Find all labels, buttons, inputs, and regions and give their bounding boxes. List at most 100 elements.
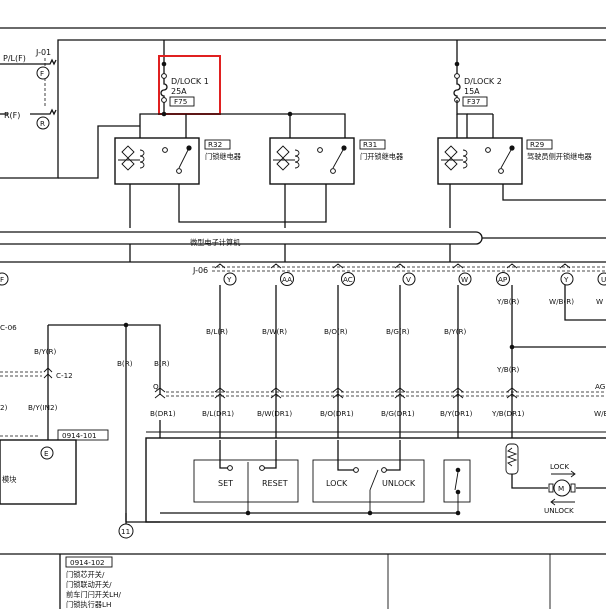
- r32-r31-link: [178, 184, 327, 223]
- wire-r-label: R(F): [4, 111, 20, 120]
- relay-r32-box: [114, 137, 200, 185]
- relay-r29-label: 驾驶员侧开锁继电器: [527, 152, 592, 161]
- relay-r32-com: [176, 168, 182, 174]
- wire-lower-7: Y/B(DR1): [491, 409, 525, 418]
- lock-unlock-box: [312, 459, 425, 503]
- wire-upper-5: B/O(R): [324, 327, 348, 336]
- relay-r31-code-box: [359, 139, 386, 150]
- connector-c12-label: C-12: [56, 371, 73, 380]
- terminal-y2-label: Y: [563, 275, 569, 284]
- left-code-box: [57, 429, 109, 441]
- terminal-ap-circle: [496, 272, 510, 286]
- relay-r32-code: R32: [208, 140, 222, 149]
- terminal-ac-circle: [341, 272, 355, 286]
- terminal-f-circle: [0, 272, 9, 286]
- relay-r29-code: R29: [530, 140, 545, 149]
- pl-wire: [0, 58, 57, 66]
- r-wire: [30, 108, 57, 116]
- wire-upper-1: B(R): [117, 359, 133, 368]
- terminal-y2: Y: [560, 272, 574, 286]
- wire-lower-4: B/O(DR1): [320, 409, 354, 418]
- fuse2-to-relay3: [456, 100, 468, 138]
- fuse2-terminal-top: [454, 73, 460, 79]
- fuse1-code: F75: [174, 97, 187, 106]
- wire-lower-8: W/B: [594, 409, 606, 418]
- r29-out-2: [502, 184, 606, 201]
- j06-chevrons: [214, 263, 571, 269]
- wire-lower-3: B/W(DR1): [257, 409, 292, 418]
- wire-upper-9: W/B(R): [549, 297, 574, 306]
- fuse2-code: F37: [467, 97, 480, 106]
- left-fragment: 2): [0, 403, 8, 412]
- motor-brush-left: [548, 483, 554, 493]
- motor-circle: [553, 479, 571, 497]
- bottom-line-1: 门锁联动开关/: [66, 580, 112, 589]
- wire-upper-8: Y/B(R): [496, 297, 520, 306]
- latch-bottom-dot: [455, 489, 461, 495]
- relay-r31-code: R31: [363, 140, 377, 149]
- switch-lock: LOCK: [326, 479, 348, 488]
- relay-r31-box: [269, 137, 355, 185]
- terminal-ac: AC: [341, 272, 355, 286]
- terminal-aa-label: AA: [282, 275, 292, 284]
- relay-r32-label: 门锁继电器: [205, 152, 241, 161]
- terminal-ap: AP: [496, 272, 510, 286]
- terminal-v: V: [402, 272, 416, 286]
- left-loop-wire: [58, 125, 140, 179]
- latch-switch-box: [443, 459, 471, 503]
- fuse2-rating: 15A: [464, 87, 480, 96]
- ground-ref: 11: [121, 527, 130, 536]
- left-module-box: [0, 439, 77, 505]
- bottom-code: 0914-102: [70, 558, 105, 567]
- fuse1-terminal-bottom: [161, 97, 167, 103]
- relay-r29-nc: [485, 147, 491, 153]
- wire-lower-2: B/L(DR1): [202, 409, 234, 418]
- ground-ref-circle: [118, 523, 134, 539]
- ref-r-circle: [36, 116, 50, 130]
- wire-pl-label: P/L(F): [3, 54, 26, 63]
- wire-upper-7: B/Y(R): [444, 327, 467, 336]
- bottom-line-3: 门锁执行器LH: [66, 600, 111, 609]
- terminal-u: U: [597, 272, 606, 286]
- switch-set: SET: [218, 479, 233, 488]
- microcomputer-bracket: [0, 231, 483, 245]
- ref-f-label: F: [40, 69, 44, 78]
- relay-feed-bus-1: [139, 113, 346, 138]
- motor-brush-right: [570, 483, 576, 493]
- fuse1-code-box: [169, 96, 195, 107]
- lock-wire: [337, 440, 354, 471]
- terminal-w-circle: [458, 272, 472, 286]
- relay-r32-code-box: [204, 139, 231, 150]
- relay-r31-blade: [332, 149, 344, 169]
- relay-r32-no: [186, 145, 192, 151]
- connector-c06-label: C-06: [0, 323, 17, 332]
- terminal-ap-label: AP: [498, 275, 508, 284]
- left-ref-e-circle: [40, 446, 54, 460]
- relay-r29-no: [509, 145, 515, 151]
- bottom-line-2: 前车门闩开关LH/: [66, 590, 122, 599]
- wire-upper-0: B/Y(R): [34, 347, 57, 356]
- fuse1-element: [160, 64, 168, 100]
- motor-lock: LOCK: [550, 462, 569, 471]
- bottom-line-0: 门锁芯开关/: [66, 570, 105, 579]
- wire-lower-6: B/Y(DR1): [440, 409, 473, 418]
- connector-j06-label: J-06: [192, 266, 208, 275]
- br-wire-2: [126, 324, 161, 394]
- wire-lower-0: B/Y(IN2): [28, 403, 58, 412]
- left-module-label: 模块: [2, 475, 16, 484]
- relay-r29-box: [437, 137, 523, 185]
- relay-r32-coil-arc: [139, 149, 145, 169]
- unlock-wire: [386, 440, 401, 471]
- latch-blade: [454, 471, 459, 491]
- unlock-contact: [381, 467, 387, 473]
- latch-top-dot: [455, 467, 461, 473]
- q-chevrons: [154, 387, 518, 399]
- wire-upper-6: B/G(R): [386, 327, 410, 336]
- j06-chevron-set: [214, 263, 571, 269]
- outer-frame-line: [0, 39, 606, 179]
- terminal-v-circle: [402, 272, 416, 286]
- lock-contact: [353, 467, 359, 473]
- motor-unlock: UNLOCK: [544, 506, 574, 515]
- relay-r32-blade: [178, 149, 189, 169]
